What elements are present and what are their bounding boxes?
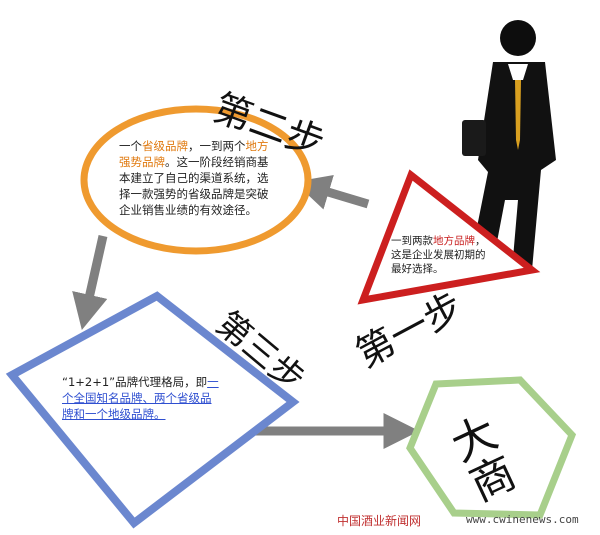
step2-text: 一个省级品牌，一到两个地方强势品牌。这一阶段经销商基本建立了自己的渠道系统，选择… xyxy=(119,138,277,218)
final-hexagon xyxy=(406,376,577,519)
step3-diamond xyxy=(5,291,300,529)
step2-text-c: ，一到两个 xyxy=(188,139,246,153)
step2-text-e: 。这一阶段经销商基本建立了自己的渠道系统，选择一款强势的省级品牌是突破企业销售业… xyxy=(119,155,269,217)
step3-text-highlight: 一个全国知名品牌、两个省级品牌和一个地级品牌。 xyxy=(62,375,219,421)
step1-text-highlight: 地方品牌 xyxy=(433,235,475,247)
step2-text-a: 一个 xyxy=(119,139,142,153)
step1-text: 一到两款地方品牌，这是企业发展初期的最好选择。 xyxy=(391,234,491,276)
step2-circle xyxy=(80,105,312,255)
arrow-step1-to-step2 xyxy=(294,174,370,210)
step2-text-b: 省级品牌 xyxy=(142,139,188,153)
arrow-step2-to-step3 xyxy=(72,235,108,331)
step3-text-pre: “1+2+1”品牌代理格局，即 xyxy=(62,375,208,389)
step1-triangle xyxy=(357,169,541,305)
step1-text-pre: 一到两款 xyxy=(391,235,433,247)
step3-text: “1+2+1”品牌代理格局，即一个全国知名品牌、两个省级品牌和一个地级品牌。 xyxy=(62,374,222,422)
watermark-url: www.cwinenews.com xyxy=(466,513,579,526)
step1-text-post: ，这是企业发展初期的最好选择。 xyxy=(391,235,486,275)
businessman-figure xyxy=(462,20,556,270)
step2-text-d: 地方强势品牌 xyxy=(119,139,269,169)
watermark-cn: 中国酒业新闻网 xyxy=(337,514,422,528)
